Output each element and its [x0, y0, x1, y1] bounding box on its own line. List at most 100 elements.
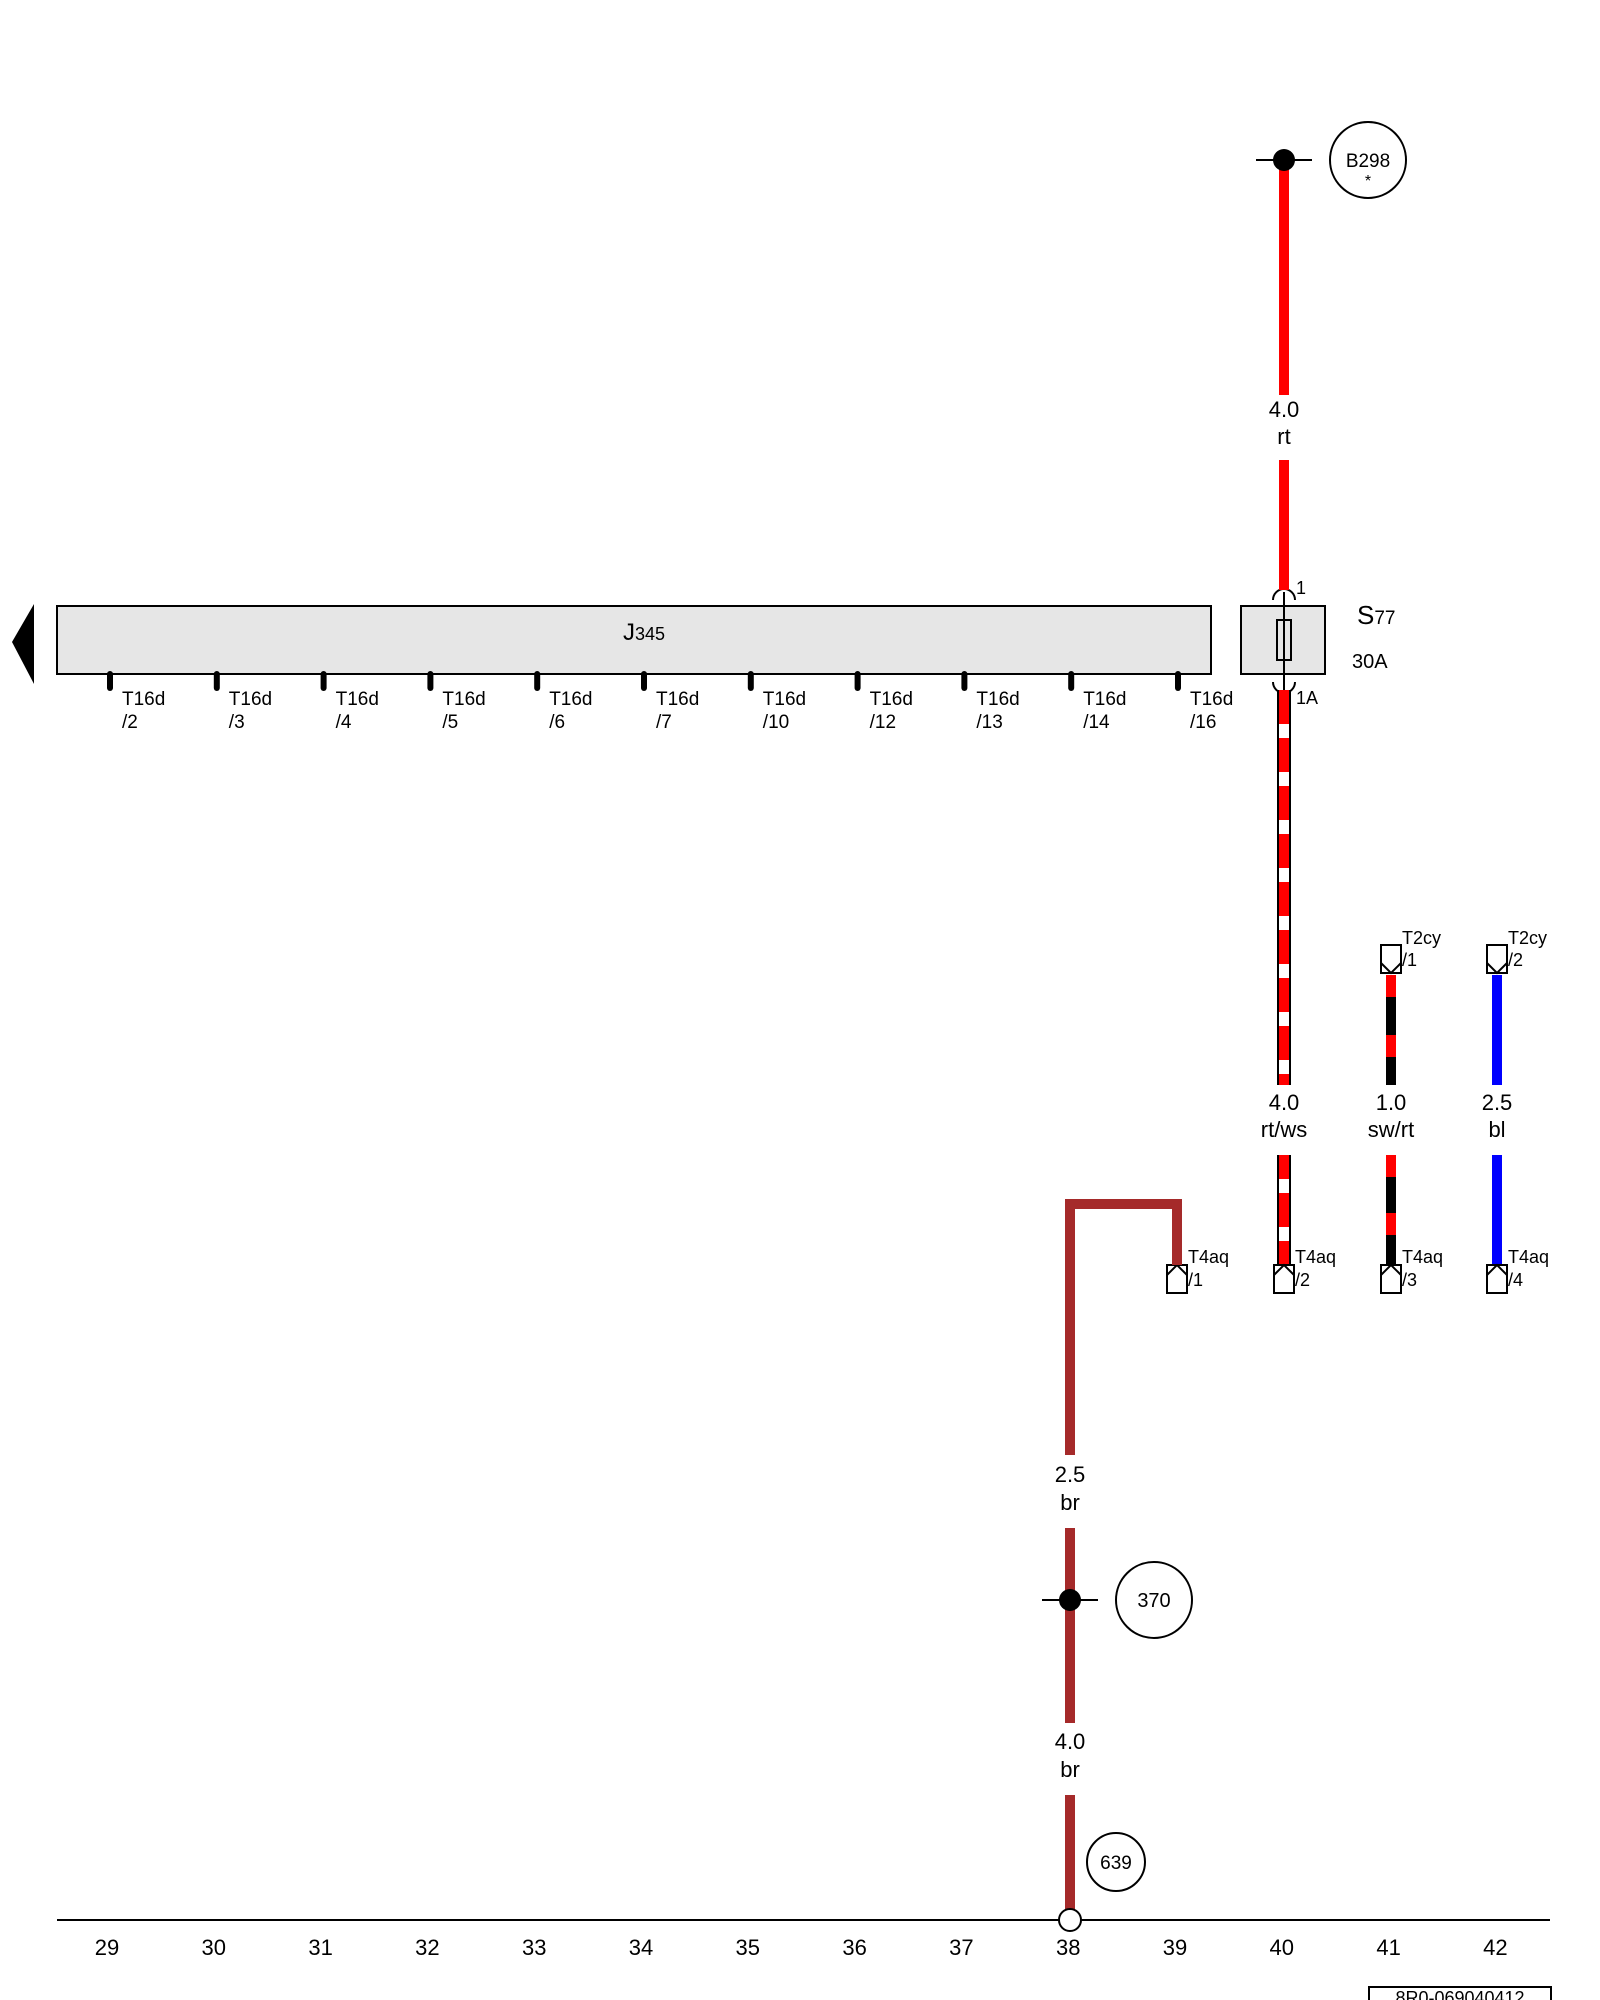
reference-639-label: 639 — [1100, 1853, 1132, 1874]
fuse-rating: 30A — [1352, 651, 1388, 673]
fuse-number: 77 — [1374, 608, 1395, 629]
j345-pin-connector: T16d — [656, 689, 699, 710]
j345-pin-number: /14 — [1083, 712, 1110, 733]
j345-pin-connector: T16d — [229, 689, 272, 710]
wire-color-w38-lower: br — [1060, 1757, 1080, 1782]
j345-label: J345 — [623, 619, 665, 646]
wire-size-w42: 2.5 — [1482, 1090, 1513, 1115]
j345-pin-number: /5 — [442, 712, 458, 733]
connector-t2cy-1-name: T2cy — [1402, 928, 1441, 948]
reference-b298-label: B298 — [1346, 151, 1390, 172]
j345-pin-list: T16d/2T16d/3T16d/4T16d/5T16d/6T16d/7T16d… — [107, 671, 1233, 733]
wire-size-w38-lower: 4.0 — [1055, 1729, 1086, 1754]
track-number: 30 — [202, 1935, 226, 1960]
track-number: 31 — [308, 1935, 332, 1960]
continuation-arrow-icon — [12, 604, 34, 684]
connector-t4aq-4-icon — [1486, 1263, 1508, 1294]
j345-pin-number: /16 — [1190, 712, 1216, 733]
wire-size-w41: 1.0 — [1376, 1090, 1407, 1115]
reference-circle-639 — [1086, 1832, 1146, 1892]
j345-pin: T16d/6 — [534, 671, 593, 733]
j345-pin-number: /3 — [229, 712, 245, 733]
connector-t2cy-1-icon — [1380, 944, 1402, 975]
connector-t4aq-2-name: T4aq — [1295, 1247, 1336, 1267]
wire-size-w40-top: 4.0 — [1269, 397, 1300, 422]
track-number: 29 — [95, 1935, 119, 1960]
fuse-pin-bottom: 1A — [1296, 688, 1318, 708]
j345-pin-number: /13 — [976, 712, 1002, 733]
j345-pin: T16d/14 — [1068, 671, 1127, 733]
connector-t2cy-2: T2cy /2 — [1486, 928, 1547, 975]
connector-t4aq-2-icon — [1273, 1263, 1295, 1294]
fuse-s77-label: S77 — [1357, 600, 1395, 630]
connector-t4aq-4-pin: /4 — [1508, 1270, 1523, 1290]
j345-pin-number: /12 — [870, 712, 896, 733]
j345-control-unit — [56, 605, 1212, 675]
connector-t4aq-2: T4aq /2 — [1273, 1247, 1336, 1294]
j345-pin: T16d/13 — [961, 671, 1020, 733]
connector-t4aq-3-name: T4aq — [1402, 1247, 1443, 1267]
connector-t2cy-1: T2cy /1 — [1380, 928, 1441, 975]
fuse-letter: S — [1357, 600, 1374, 630]
connector-t2cy-2-pin: /2 — [1508, 950, 1523, 970]
track-number: 34 — [629, 1935, 653, 1960]
connector-t4aq-2-pin: /2 — [1295, 1270, 1310, 1290]
j345-letter: J — [623, 619, 635, 646]
fuse-pin-top: 1 — [1296, 578, 1306, 598]
connector-t4aq-4: T4aq /4 — [1486, 1247, 1549, 1294]
splice-point-b298 — [1273, 149, 1295, 171]
wire-color-w40-top: rt — [1277, 424, 1290, 449]
diagram-id-box — [1368, 1986, 1552, 2000]
reference-circle-370 — [1115, 1561, 1193, 1639]
j345-number: 345 — [635, 624, 665, 644]
track-number: 42 — [1483, 1935, 1507, 1960]
j345-pin-number: /6 — [549, 712, 565, 733]
j345-pin: T16d/7 — [641, 671, 699, 733]
connector-t2cy-2-name: T2cy — [1508, 928, 1547, 948]
track-number: 40 — [1270, 1935, 1294, 1960]
wire-color-w38-upper: br — [1060, 1490, 1080, 1515]
j345-pin-connector: T16d — [549, 689, 592, 710]
wire-color-w40-mid: rt/ws — [1261, 1117, 1307, 1142]
wire-color-w42: bl — [1488, 1117, 1505, 1142]
j345-pin: T16d/16 — [1175, 671, 1233, 733]
wire-2-5-br-upper — [1065, 1199, 1182, 1455]
j345-pin: T16d/2 — [107, 671, 165, 733]
j345-pin-connector: T16d — [336, 689, 379, 710]
splice-point-370 — [1059, 1589, 1081, 1611]
j345-pin-connector: T16d — [1083, 689, 1126, 710]
connector-t4aq-3: T4aq /3 — [1380, 1247, 1443, 1294]
connector-t4aq-1-icon — [1166, 1263, 1188, 1294]
wire-size-w38-upper: 2.5 — [1055, 1462, 1086, 1487]
j345-pin: T16d/5 — [427, 671, 486, 733]
track-number: 38 — [1056, 1935, 1080, 1960]
track-number: 39 — [1163, 1935, 1187, 1960]
track-number: 33 — [522, 1935, 546, 1960]
connector-t4aq-1-pin: /1 — [1188, 1270, 1203, 1290]
connector-t4aq-1: T4aq /1 — [1166, 1247, 1229, 1294]
j345-pin: T16d/3 — [213, 671, 272, 733]
j345-pin-connector: T16d — [976, 689, 1019, 710]
j345-pin-connector: T16d — [870, 689, 913, 710]
connector-t4aq-3-pin: /3 — [1402, 1270, 1417, 1290]
reference-370-label: 370 — [1137, 1590, 1170, 1612]
reference-circle-b298 — [1329, 121, 1407, 199]
j345-pin: T16d/4 — [320, 671, 379, 733]
ground-point-icon — [1058, 1908, 1082, 1932]
j345-pin-number: /10 — [763, 712, 789, 733]
j345-pin-connector: T16d — [763, 689, 806, 710]
wire-size-w40-mid: 4.0 — [1269, 1090, 1300, 1115]
reference-b298-sub: * — [1365, 173, 1371, 190]
j345-pin-number: /4 — [336, 712, 352, 733]
track-number: 36 — [842, 1935, 866, 1960]
j345-pin: T16d/10 — [747, 671, 806, 733]
connector-t4aq-3-icon — [1380, 1263, 1402, 1294]
track-number: 41 — [1376, 1935, 1400, 1960]
track-number: 37 — [949, 1935, 973, 1960]
connector-t2cy-2-icon — [1486, 944, 1508, 975]
track-number: 32 — [415, 1935, 439, 1960]
wire-color-w41: sw/rt — [1368, 1117, 1414, 1142]
j345-pin-connector: T16d — [122, 689, 165, 710]
